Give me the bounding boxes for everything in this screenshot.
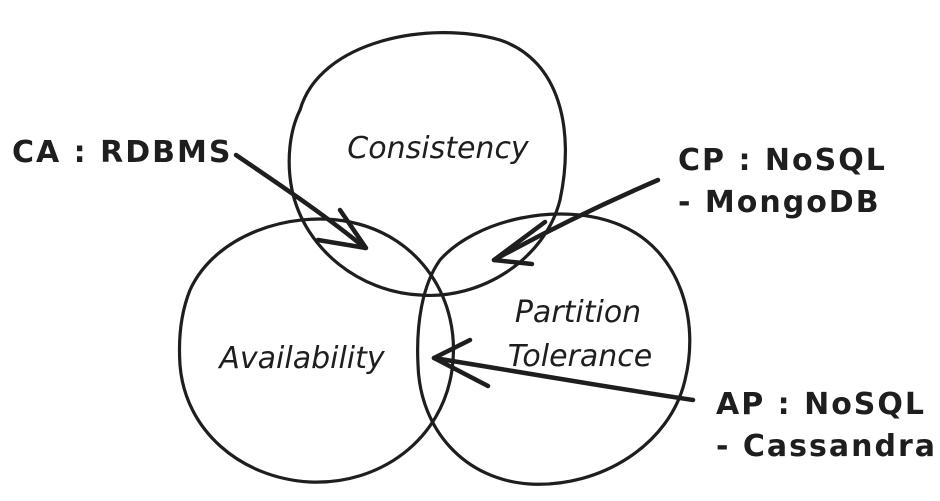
cp-annotation-line2: - MongoDB — [678, 185, 881, 220]
partition-tolerance-circle — [416, 212, 692, 486]
availability-label: Availability — [217, 341, 386, 376]
partition-label-line2: Tolerance — [508, 339, 652, 374]
ap-annotation-line1: AP : NoSQL — [716, 387, 926, 422]
ap-annotation-line2: - Cassandra — [716, 429, 937, 464]
arrow-cp — [491, 177, 661, 267]
availability-circle — [177, 217, 455, 484]
arrow-ca — [233, 152, 369, 251]
consistency-label: Consistency — [347, 131, 530, 166]
partition-label-line1: Partition — [515, 295, 641, 330]
ca-annotation: CA : RDBMS — [12, 135, 232, 170]
cp-annotation-line1: CP : NoSQL — [678, 143, 887, 178]
arrow-ap — [431, 337, 696, 403]
